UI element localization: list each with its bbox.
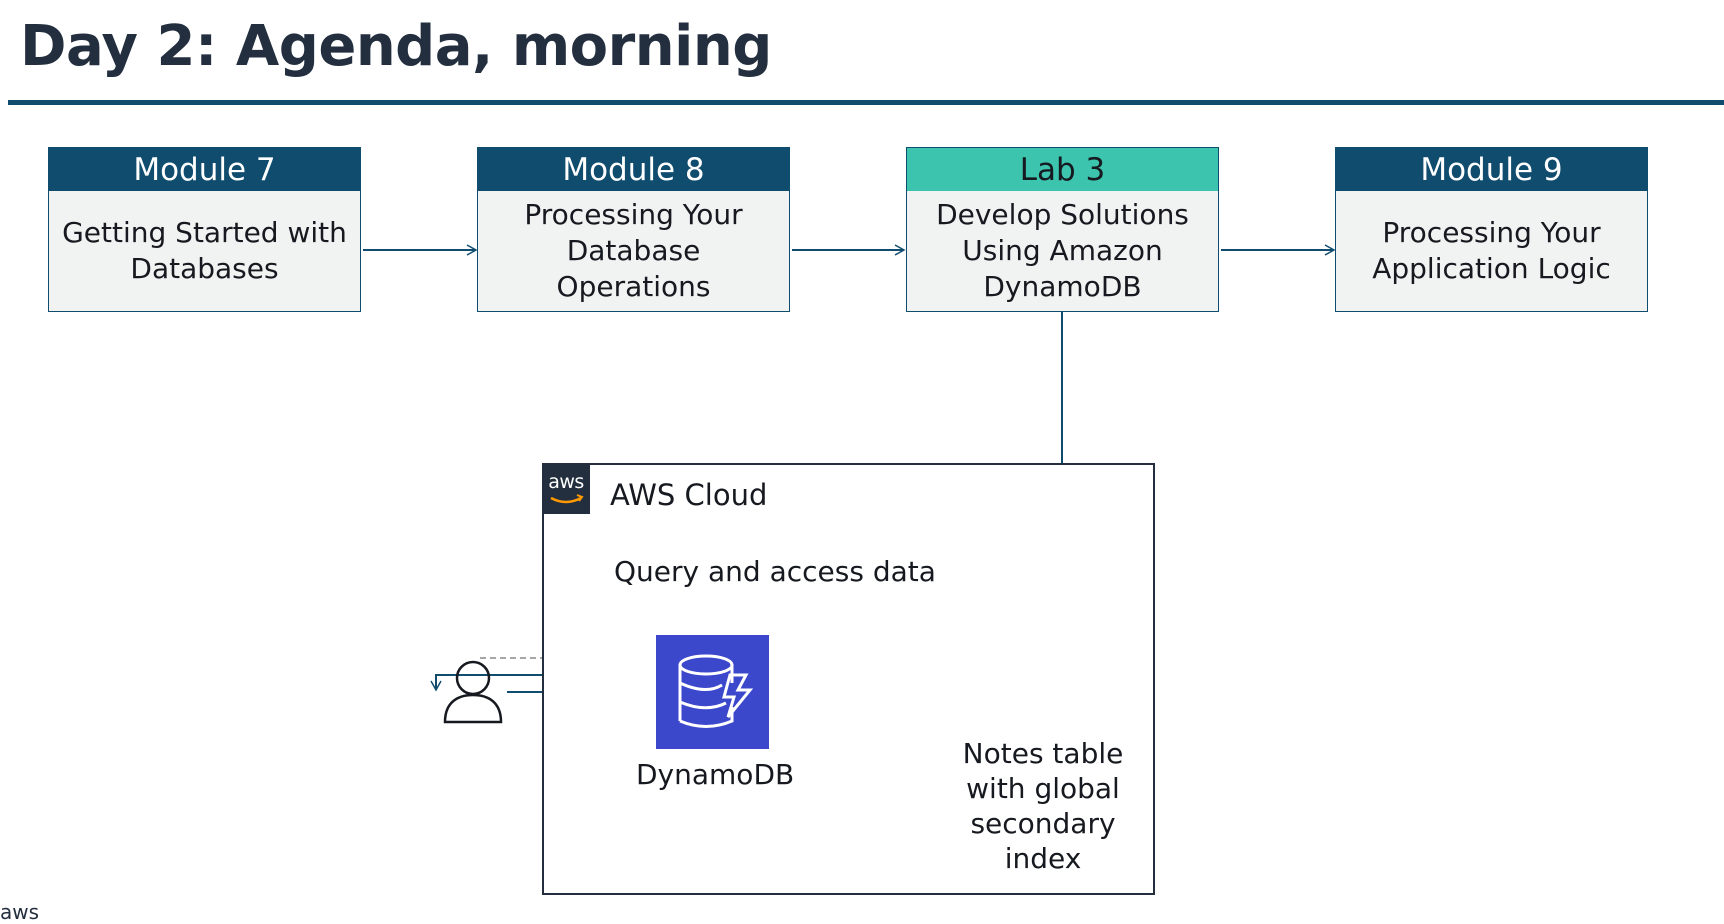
module-8-card: Module 8 Processing Your Database Operat…	[477, 147, 790, 312]
aws-cloud-label: AWS Cloud	[610, 478, 768, 512]
module-7-header: Module 7	[49, 148, 360, 191]
aws-cloud-group	[542, 463, 1155, 895]
footer-aws-logo: aws	[0, 900, 40, 924]
title-divider	[8, 100, 1724, 105]
module-7-card: Module 7 Getting Started with Databases	[48, 147, 361, 312]
dynamodb-label: DynamoDB	[636, 758, 795, 791]
query-label: Query and access data	[614, 555, 936, 588]
module-7-body: Getting Started with Databases	[62, 216, 347, 285]
notes-table-label: Notes table with global secondary index	[962, 737, 1124, 875]
module-8-body: Processing Your Database Operations	[524, 198, 743, 303]
module-9-card: Module 9 Processing Your Application Log…	[1335, 147, 1648, 312]
dynamodb-glyph	[678, 654, 754, 728]
aws-logo-text: aws	[548, 471, 584, 493]
module-8-header: Module 8	[478, 148, 789, 191]
aws-smile-icon	[550, 494, 584, 504]
lab-3-header: Lab 3	[907, 148, 1218, 191]
dynamodb-icon	[656, 635, 769, 749]
lab-3-body: Develop Solutions Using Amazon DynamoDB	[936, 198, 1189, 303]
aws-logo: aws	[542, 463, 590, 514]
module-9-body: Processing Your Application Logic	[1372, 216, 1611, 285]
lab-3-card: Lab 3 Develop Solutions Using Amazon Dyn…	[906, 147, 1219, 312]
page-title: Day 2: Agenda, morning	[20, 14, 772, 79]
user-icon	[443, 660, 503, 724]
module-9-header: Module 9	[1336, 148, 1647, 191]
